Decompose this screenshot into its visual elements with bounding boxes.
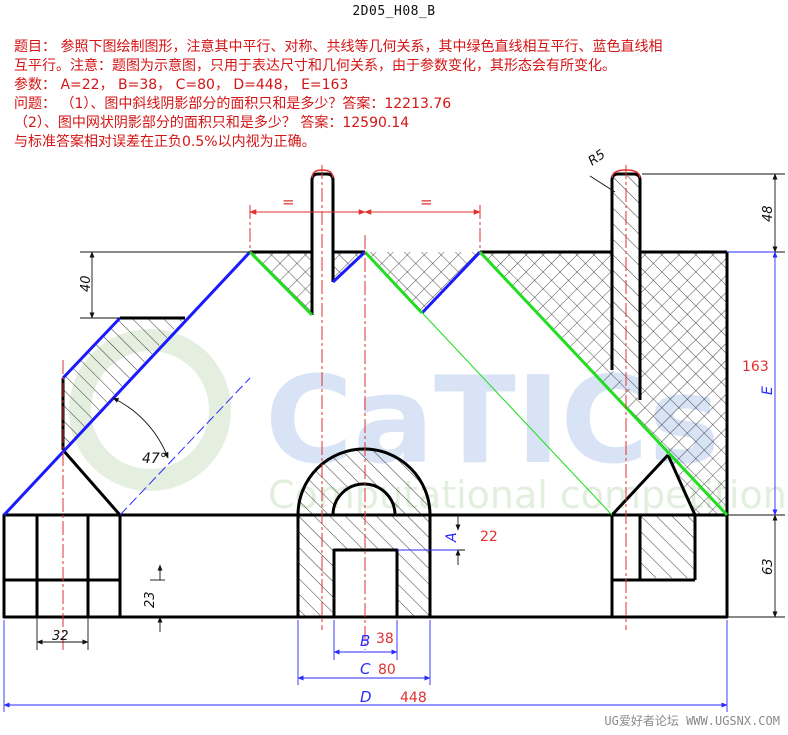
arch-outer [296, 447, 432, 516]
dim-b-label: B [360, 632, 370, 650]
dim-a-label: A [444, 532, 460, 543]
right-post-red-arc [611, 169, 641, 179]
problem-params: 参数： A=22， B=38， C=80， D=448， E=163 [14, 77, 349, 93]
tolerance-note: 与标准答案相对误差在正负0.5%以内视为正确。 [14, 134, 316, 150]
blue-lines [2, 250, 482, 517]
value-e: 163 [742, 359, 769, 375]
question-2: （2）、图中网状阴影部分的面积只和是多少？ 答案：12590.14 [14, 115, 410, 131]
parameter-values: 163 22 38 80 448 [376, 359, 769, 706]
footer-watermark: UG爱好者论坛 WWW.UGSNX.COM [604, 714, 780, 728]
dim-c-label: C [360, 660, 371, 678]
blue-construction-line [119, 377, 251, 516]
dimension-texts: R5 48 40 47° E 63 23 32 A B C D [52, 147, 776, 706]
equal-mark-2: = [420, 193, 433, 211]
problem-statement: 题目： 参照下图绘制图形，注意其中平行、对称、共线等几何关系，其中绿色直线相互平… [14, 38, 784, 152]
hatch-right-base [640, 515, 695, 578]
dim-40: 40 [79, 275, 94, 292]
question-1: 问题： （1）、图中斜线阴影部分的面积只和是多少？答案：12213.76 [14, 96, 452, 112]
dim-23: 23 [143, 591, 158, 608]
page-title: 2D05_H08_B [352, 4, 436, 19]
arch-inner [331, 482, 397, 516]
cross-center [365, 252, 480, 313]
dim-32: 32 [52, 629, 69, 644]
value-d: 448 [400, 690, 427, 706]
dim-angle: 47° [142, 451, 167, 467]
problem-line-1: 题目： 参照下图绘制图形，注意其中平行、对称、共线等几何关系，其中绿色直线相互平… [14, 39, 663, 55]
equal-dimension: = = [249, 193, 481, 215]
value-a: 22 [480, 529, 498, 545]
hatch-left-upper [63, 318, 185, 450]
problem-line-2: 互平行。注意：题图为示意图，只用于表达尺寸和几何关系，由于参数变化，其形态会有所… [14, 58, 616, 74]
green-construction-line [364, 251, 613, 516]
equal-mark-1: = [282, 193, 295, 211]
dim-d-label: D [360, 688, 372, 706]
dim-r5: R5 [586, 147, 609, 169]
hatch-arch [298, 449, 430, 617]
dim-48: 48 [761, 205, 776, 222]
value-c: 80 [378, 662, 396, 678]
post-top-red-arc [311, 169, 334, 179]
dim-63: 63 [761, 558, 776, 575]
blue-dimension-lines [3, 251, 778, 712]
value-b: 38 [376, 631, 394, 647]
dim-e-label: E [760, 386, 776, 395]
arch-slot [332, 548, 399, 617]
